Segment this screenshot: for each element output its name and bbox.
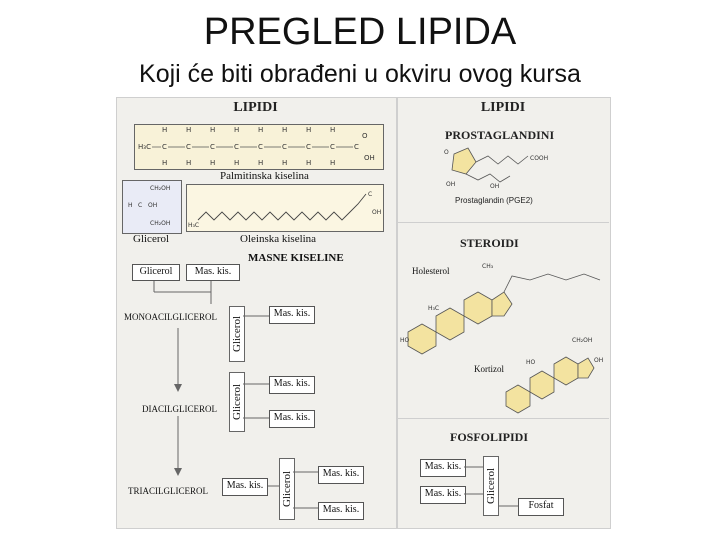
svg-text:OH: OH [364, 154, 375, 162]
svg-text:OH: OH [372, 209, 381, 216]
svg-text:OH: OH [594, 357, 603, 364]
svg-text:H: H [162, 126, 167, 134]
svg-text:H: H [306, 159, 311, 167]
svg-text:H: H [330, 126, 335, 134]
mono-fatty-acid-box: Mas. kis. [269, 306, 315, 324]
svg-text:CH₂OH: CH₂OH [150, 185, 170, 192]
svg-text:H: H [210, 159, 215, 167]
right-panel-header: LIPIDI [480, 100, 526, 115]
glycerol-label: Glicerol [133, 233, 170, 245]
phospholipids-header: FOSFOLIPIDI [450, 430, 529, 444]
phospholipid-fatty-acid-box-2: Mas. kis. [420, 486, 466, 504]
di-glycerol-bar: Glicerol [229, 372, 245, 432]
svg-text:C: C [138, 202, 142, 209]
diacylglycerol-label: DIACILGLICEROL [142, 404, 217, 414]
svg-text:OH: OH [446, 181, 455, 188]
svg-text:H: H [258, 126, 263, 134]
reaction-arrows [153, 281, 212, 476]
right-divider-2 [397, 418, 609, 419]
svg-text:H: H [282, 126, 287, 134]
svg-text:C: C [234, 143, 239, 151]
left-panel-header: LIPIDI [233, 100, 278, 115]
svg-text:C: C [330, 143, 335, 151]
fatty-acid-box: Mas. kis. [186, 264, 240, 281]
svg-text:C: C [354, 143, 359, 151]
slide-title: PREGLED LIPIDA [203, 11, 517, 53]
palmitic-acid-formula: H₃C HCH HCH HCH HCH HCH HCH HCH HCH COOH [138, 126, 375, 167]
slide-subtitle: Koji će biti obrađeni u okviru ovog kurs… [139, 60, 581, 88]
oleic-acid-structure [186, 184, 384, 232]
monoacylglycerol-label: MONOACILGLICEROL [124, 312, 217, 322]
fatty-acids-header: MASNE KISELINE [248, 252, 344, 264]
phospholipid-fatty-acid-box-1: Mas. kis. [420, 459, 466, 477]
phospholipid-glycerol-bar: Glicerol [483, 456, 499, 516]
cholesterol-label: Holesterol [412, 266, 450, 276]
prostaglandin-structure: O COOH OH OH [444, 147, 548, 190]
oleic-acid-formula: H₃C C OH [188, 191, 381, 229]
svg-text:OH: OH [490, 183, 499, 190]
svg-text:O: O [444, 149, 449, 156]
svg-text:C: C [306, 143, 311, 151]
palmitic-acid-label: Palmitinska kiselina [220, 170, 309, 182]
phosphate-box: Fosfat [518, 498, 564, 516]
cortisol-structure: CH₂OH OH HO [505, 337, 603, 414]
svg-text:H: H [128, 202, 133, 209]
svg-text:C: C [258, 143, 263, 151]
right-divider-1 [397, 222, 609, 223]
svg-text:H: H [306, 126, 311, 134]
svg-text:C: C [368, 191, 372, 198]
svg-text:O: O [362, 132, 368, 140]
mono-glycerol-bar: Glicerol [229, 306, 245, 362]
svg-text:C: C [186, 143, 191, 151]
svg-text:H: H [186, 126, 191, 134]
di-fatty-acid-box-1: Mas. kis. [269, 376, 315, 394]
glycerol-box: Glicerol [132, 264, 180, 281]
svg-text:OH: OH [148, 202, 157, 209]
tri-fatty-acid-box-1: Mas. kis. [222, 478, 268, 496]
svg-text:COOH: COOH [530, 155, 548, 162]
oleic-acid-label: Oleinska kiselina [240, 233, 317, 245]
cholesterol-structure: CH₃ HO H₃C [400, 263, 601, 355]
svg-text:H: H [282, 159, 287, 167]
prostaglandin-caption: Prostaglandin (PGE2) [455, 196, 533, 205]
glycerol-structure [122, 180, 182, 234]
prostaglandins-header: PROSTAGLANDINI [445, 128, 555, 142]
svg-text:H: H [234, 159, 239, 167]
mono-connector [243, 315, 269, 317]
cortisol-label: Kortizol [474, 364, 504, 374]
svg-text:H: H [210, 126, 215, 134]
di-fatty-acid-box-2: Mas. kis. [269, 410, 315, 428]
svg-text:HO: HO [400, 337, 410, 344]
svg-text:CH₂OH: CH₂OH [150, 220, 170, 227]
tri-fatty-acid-box-2: Mas. kis. [318, 466, 364, 484]
svg-text:H₃C: H₃C [428, 305, 439, 312]
svg-text:HO: HO [526, 359, 536, 366]
tri-fatty-acid-box-3: Mas. kis. [318, 502, 364, 520]
svg-text:H: H [258, 159, 263, 167]
svg-text:H: H [162, 159, 167, 167]
steroids-header: STEROIDI [460, 236, 519, 250]
svg-text:H₃C: H₃C [188, 222, 199, 229]
svg-text:H₃C: H₃C [138, 143, 151, 151]
svg-text:H: H [186, 159, 191, 167]
phospholipid-connectors [464, 466, 520, 507]
svg-text:H: H [234, 126, 239, 134]
svg-text:H: H [330, 159, 335, 167]
svg-text:C: C [282, 143, 287, 151]
svg-text:CH₃: CH₃ [482, 263, 494, 270]
svg-text:CH₂OH: CH₂OH [572, 337, 592, 344]
svg-text:C: C [210, 143, 215, 151]
tri-glycerol-bar: Glicerol [279, 458, 295, 520]
svg-text:C: C [162, 143, 167, 151]
triacylglycerol-label: TRIACILGLICEROL [128, 486, 208, 496]
di-connector [243, 383, 269, 419]
